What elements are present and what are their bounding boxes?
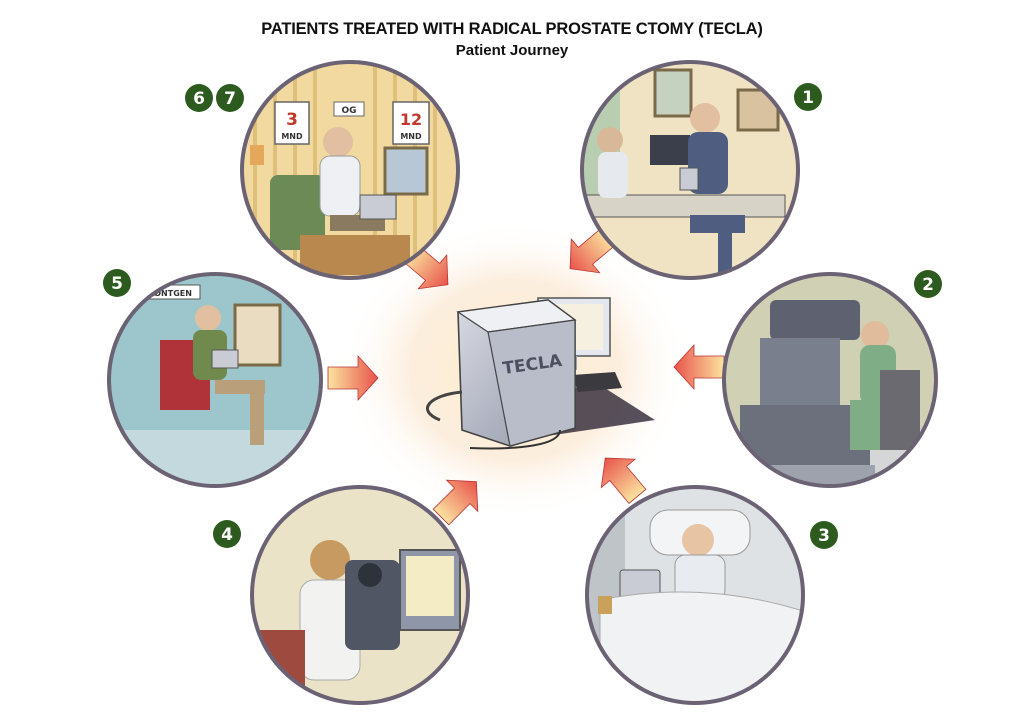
- diagram-subtitle: Patient Journey: [455, 42, 569, 59]
- scene-5-xray-waiting: RØNTGEN: [107, 272, 323, 488]
- arrow-from-1: [569, 227, 617, 274]
- scene-2-robotic-surgery: [722, 272, 938, 488]
- svg-text:3: 3: [818, 526, 830, 546]
- step-badge-1: 1: [794, 83, 822, 111]
- svg-text:6: 6: [193, 89, 205, 109]
- followup-3-unit: MND: [281, 132, 303, 141]
- arrow-from-2: [673, 343, 725, 391]
- step-badge-4: 4: [213, 520, 241, 548]
- scene-4-pathology: [250, 485, 470, 705]
- tecla-device: TECLA: [426, 297, 655, 450]
- svg-text:1: 1: [802, 88, 814, 108]
- svg-text:5: 5: [111, 274, 123, 294]
- flow-arrows: [327, 227, 725, 526]
- step-badge-3: 3: [810, 521, 838, 549]
- svg-text:4: 4: [221, 525, 233, 545]
- svg-text:7: 7: [224, 89, 236, 109]
- svg-text:2: 2: [922, 275, 934, 295]
- scene-1-consultation: [580, 60, 800, 280]
- step-badge-7: 7: [216, 84, 244, 112]
- followup-3-number: 3: [286, 110, 298, 130]
- step-badge-2: 2: [914, 270, 942, 298]
- scene-6-7-follow-up: 3 MND OG 12 MND: [240, 60, 460, 280]
- xray-sign: RØNTGEN: [148, 288, 192, 298]
- scene-3-hospital-bed: [585, 485, 805, 705]
- arrow-from-3: [600, 457, 647, 505]
- step-badge-5: 5: [103, 269, 131, 297]
- step-badge-6: 6: [185, 84, 213, 112]
- arrow-from-4: [432, 479, 479, 526]
- followup-12-number: 12: [400, 110, 422, 129]
- followup-connector: OG: [341, 106, 356, 116]
- diagram-title: PATIENTS TREATED WITH RADICAL PROSTATE C…: [261, 20, 763, 38]
- followup-12-unit: MND: [400, 132, 422, 141]
- arrow-from-5: [327, 354, 379, 402]
